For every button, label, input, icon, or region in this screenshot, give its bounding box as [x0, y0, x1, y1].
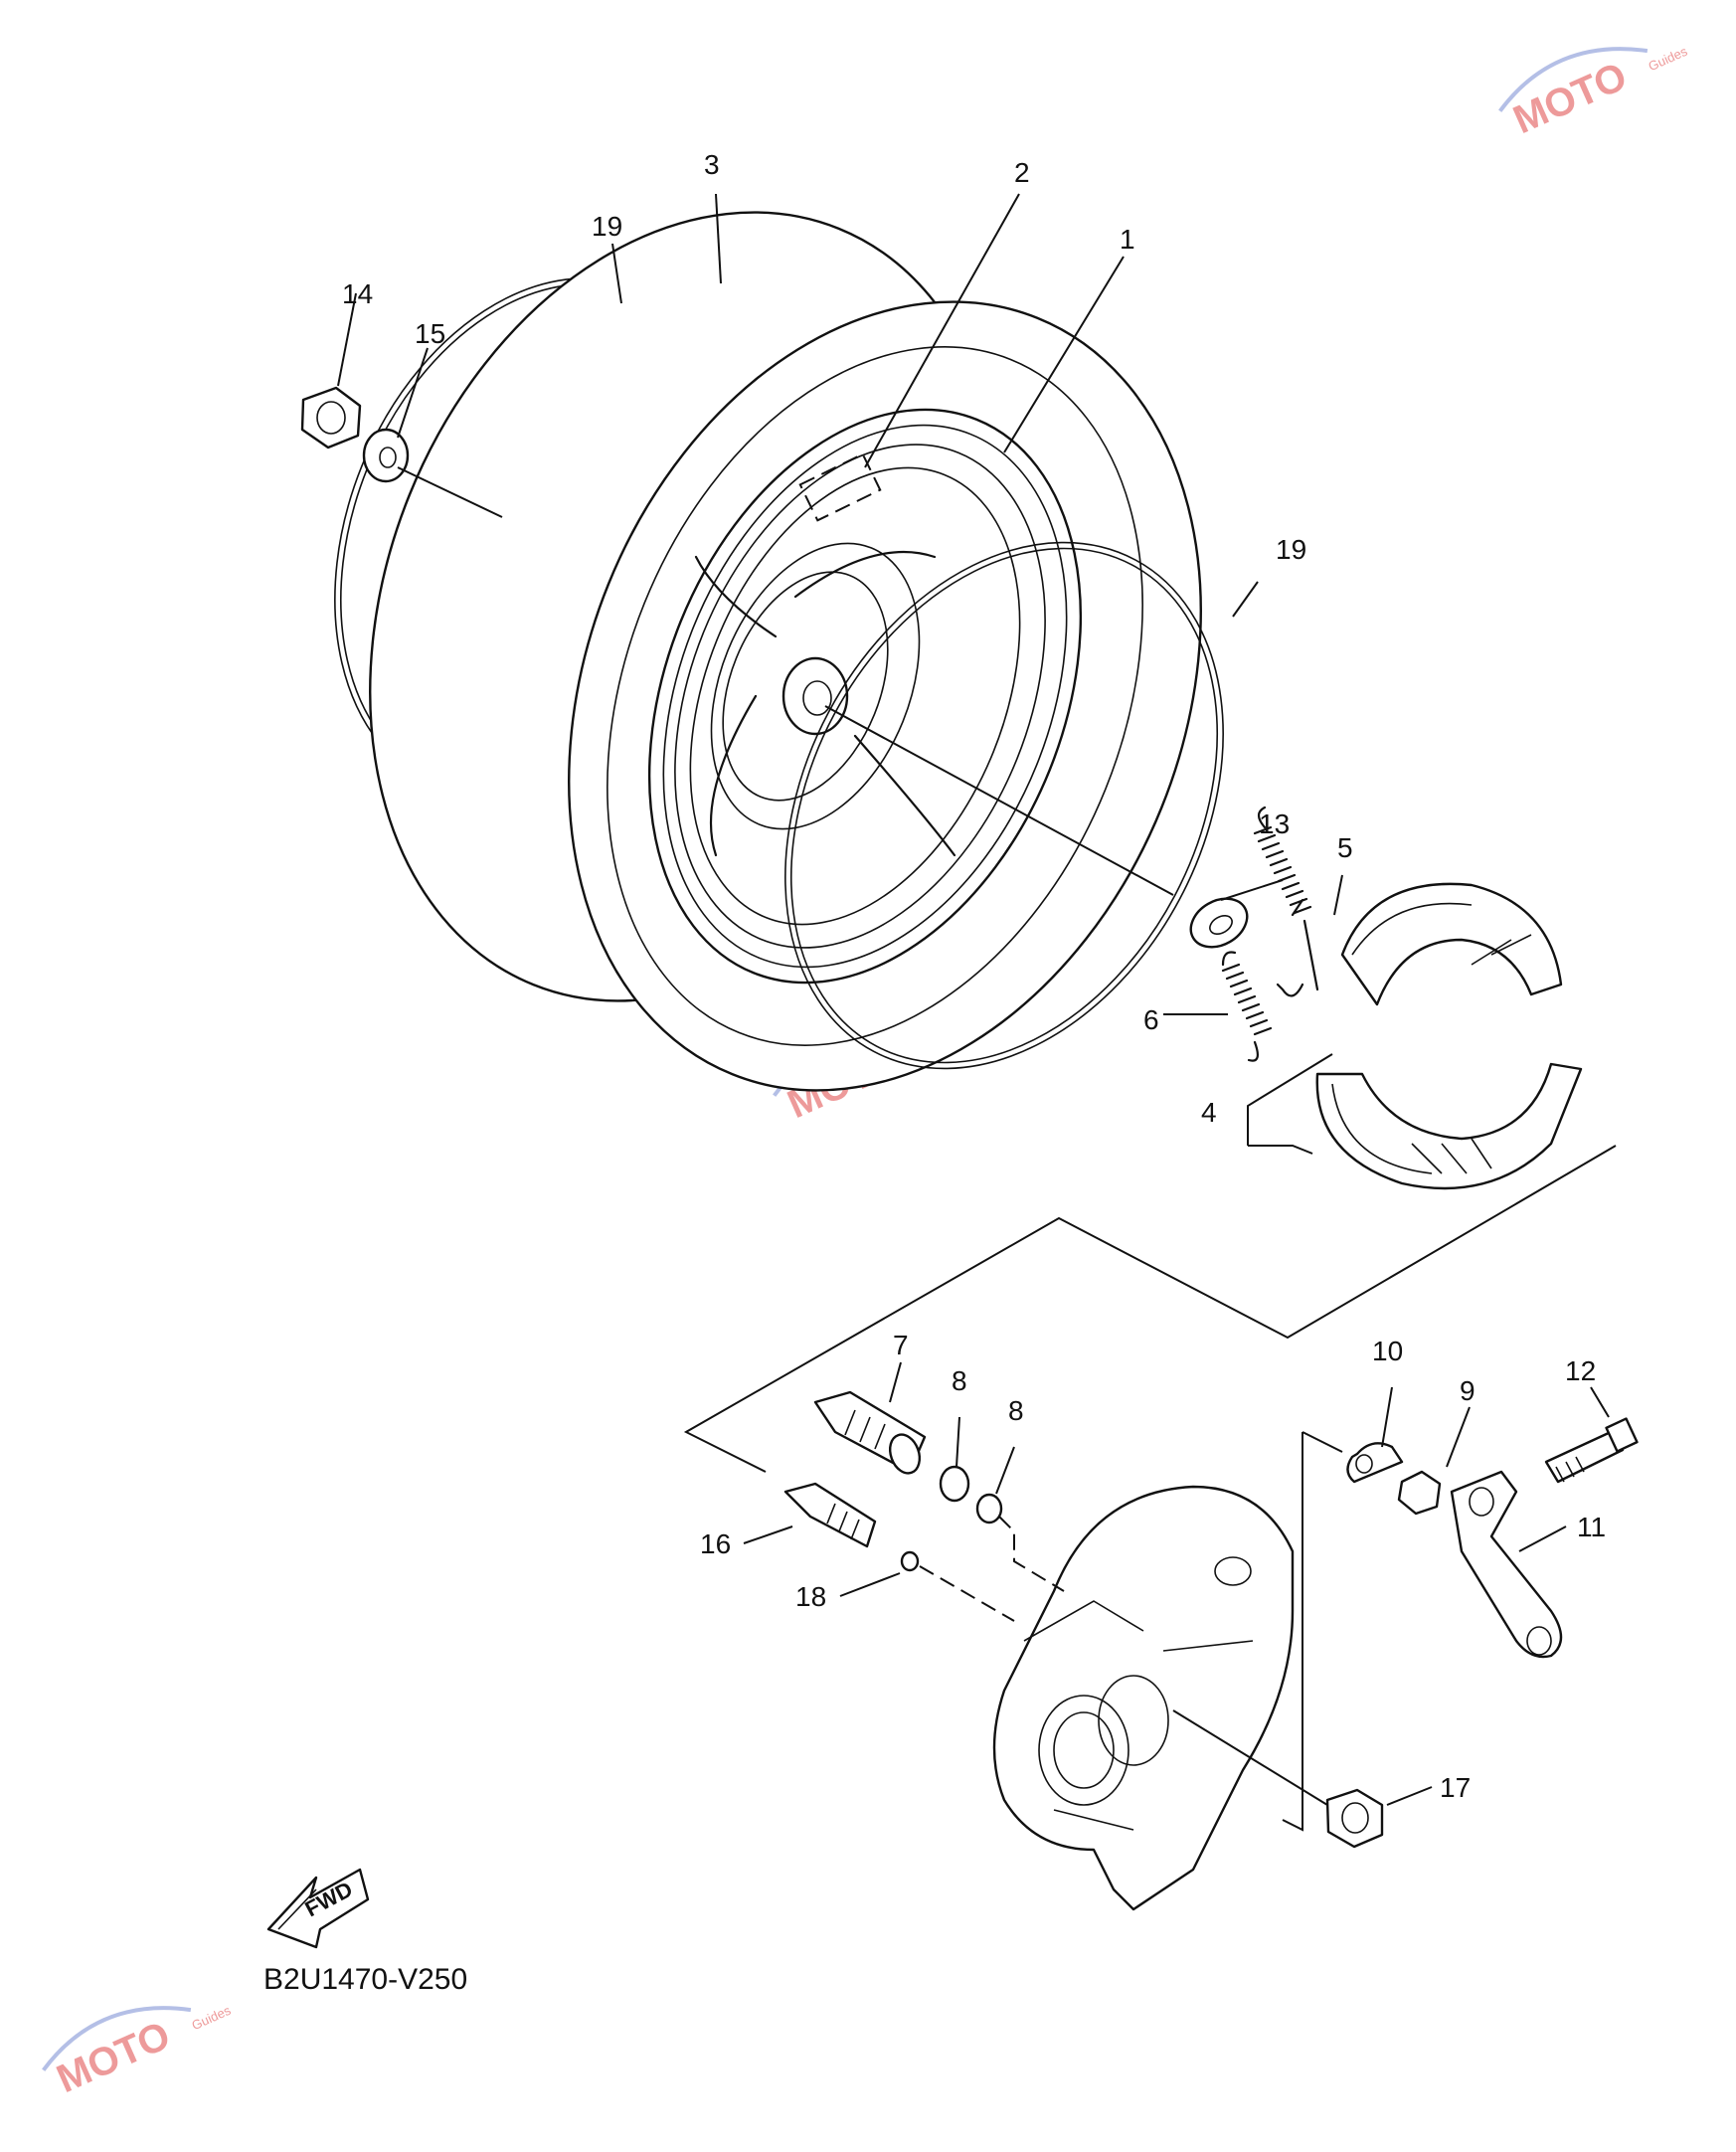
- diagram-code: B2U1470-V250: [263, 1963, 467, 1996]
- callout-1: 1: [1120, 224, 1135, 255]
- washer-9: [1397, 1470, 1442, 1516]
- o-ring-8b: [975, 1493, 1003, 1524]
- watermark-logo-top-right: MOTO Guides: [1498, 44, 1690, 143]
- callout-7: 7: [893, 1330, 909, 1360]
- callout-15: 15: [415, 318, 445, 349]
- valve-stem: [798, 452, 882, 522]
- bolt-12: [1544, 1417, 1639, 1484]
- wheel-assembly: [334, 211, 1224, 1092]
- axle-nut-14: [300, 386, 362, 449]
- callout-12: 12: [1565, 1355, 1596, 1386]
- callout-8b: 8: [1008, 1395, 1024, 1426]
- brake-cam-lever-11: [1450, 1470, 1563, 1659]
- callout-8a: 8: [952, 1365, 967, 1396]
- spring-5: [1253, 806, 1319, 997]
- o-ring-8a: [939, 1465, 970, 1503]
- wear-indicator-shaft-16: [783, 1482, 877, 1548]
- brake-camshaft-7: [813, 1390, 927, 1475]
- axle-hub: [781, 656, 849, 736]
- svg-text:Guides: Guides: [190, 2003, 234, 2034]
- indicator-plate-10: [1346, 1442, 1404, 1484]
- o-ring-front: [784, 541, 1224, 1070]
- callout-5: 5: [1337, 832, 1353, 863]
- thrust-washer-13: [1189, 897, 1249, 949]
- brake-shoe-lower: [1315, 1062, 1583, 1190]
- callout-9: 9: [1460, 1375, 1476, 1406]
- callout-18: 18: [795, 1581, 826, 1612]
- callout-4: 4: [1201, 1097, 1217, 1128]
- callout-13: 13: [1259, 808, 1290, 839]
- callout-6: 6: [1143, 1004, 1159, 1035]
- callout-3: 3: [704, 149, 720, 180]
- svg-text:Guides: Guides: [1647, 44, 1690, 75]
- spring-6: [1221, 951, 1273, 1062]
- fwd-arrow-icon: FWD: [266, 1868, 370, 1949]
- callout-19b: 19: [1276, 534, 1306, 565]
- svg-text:MOTO: MOTO: [51, 2014, 177, 2102]
- brake-panel: [992, 1485, 1295, 1911]
- callout-leaders: [337, 193, 1610, 1806]
- o-ring-18: [900, 1550, 920, 1572]
- brake-shoe-upper: [1340, 882, 1563, 1006]
- callout-16: 16: [700, 1528, 731, 1559]
- callout-11: 11: [1577, 1512, 1606, 1542]
- callout-14: 14: [342, 278, 373, 309]
- callout-19a: 19: [592, 211, 622, 242]
- callout-2: 2: [1014, 157, 1030, 188]
- callout-17: 17: [1440, 1772, 1471, 1803]
- hub-nut-17: [1325, 1788, 1384, 1849]
- watermark-logo-bottom-left: MOTO Guides: [42, 2003, 234, 2102]
- svg-text:MOTO: MOTO: [1507, 55, 1634, 143]
- callout-10: 10: [1372, 1336, 1403, 1366]
- washer-15: [362, 428, 410, 483]
